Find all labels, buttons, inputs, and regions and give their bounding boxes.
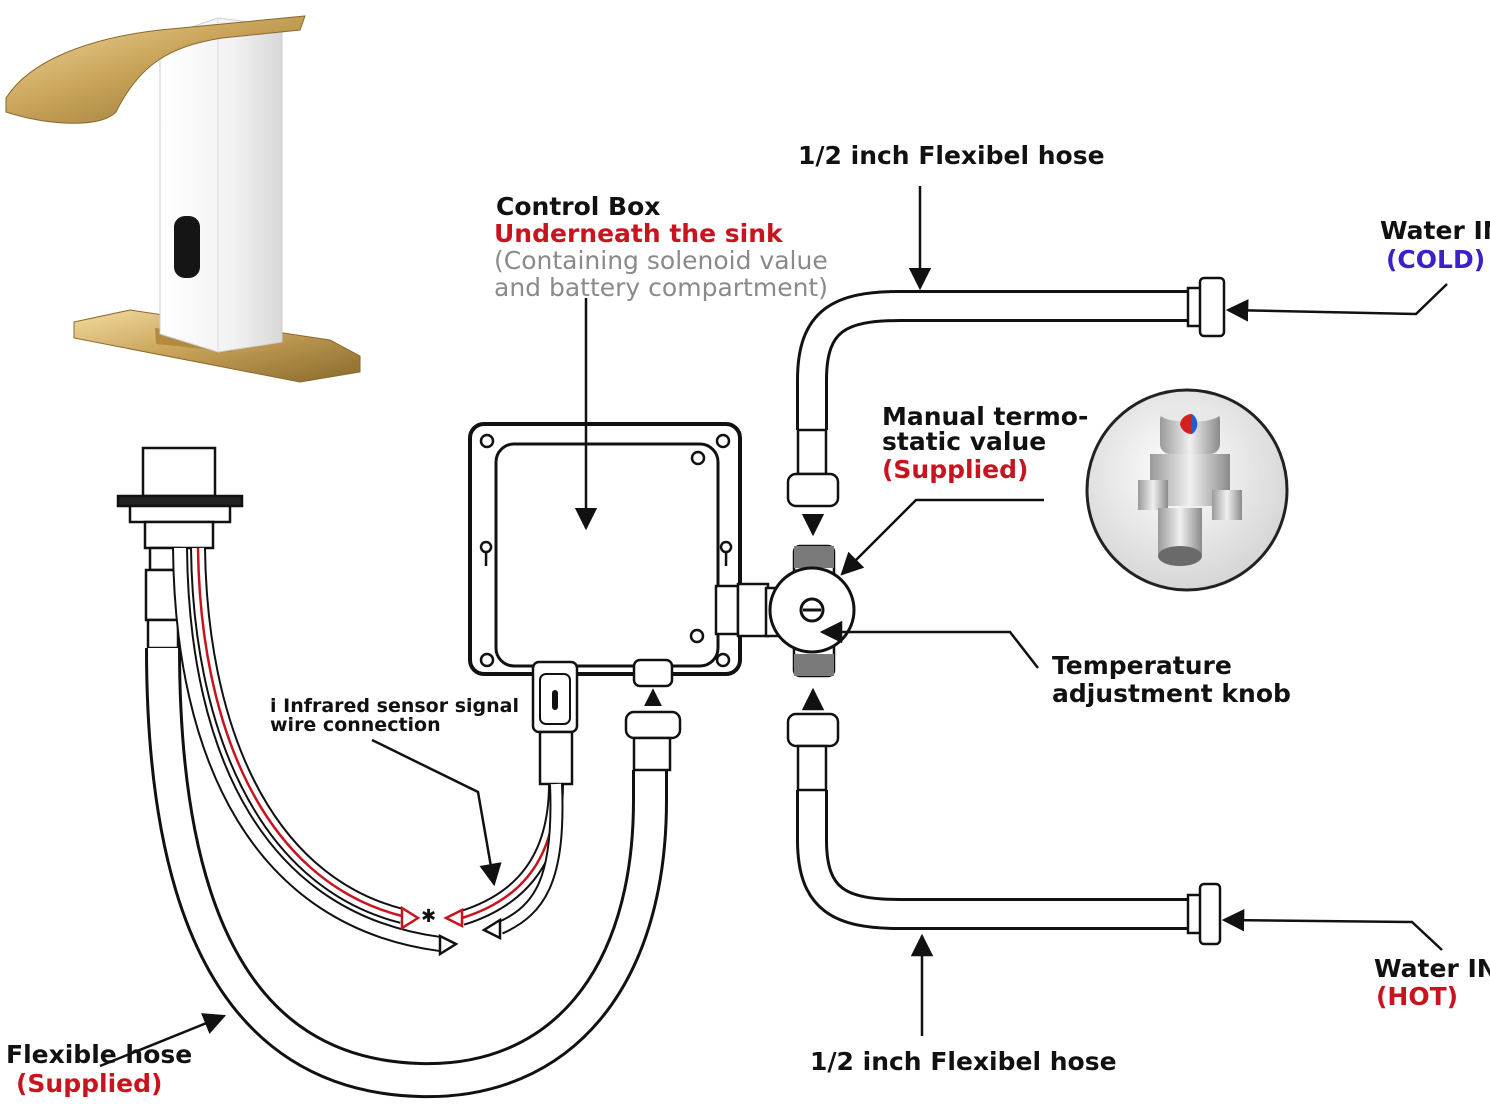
hose-top-label: 1/2 inch Flexibel hose — [798, 141, 1105, 170]
control-box-title: Control Box — [496, 192, 661, 221]
hot-leader — [1221, 908, 1443, 951]
waterfall-faucet-icon — [5, 15, 361, 383]
control-box-location: Underneath the sink — [494, 219, 783, 248]
knob-label-1: Temperature — [1052, 651, 1232, 680]
thermostatic-valve-icon — [1085, 388, 1289, 592]
flex-hose-supplied-tag: (Supplied) — [16, 1069, 163, 1098]
mixing-valve-icon — [764, 544, 856, 678]
hot-hose — [786, 687, 1222, 946]
control-box-note-1: (Containing solenoid value — [494, 246, 828, 275]
cold-leader — [1225, 283, 1448, 322]
sensor-wire-faucet — [172, 547, 459, 957]
knob-label-2: adjustment knob — [1052, 679, 1291, 708]
flexible-hose — [145, 647, 668, 1099]
control-box-note-2: and battery compartment) — [494, 273, 828, 302]
valve-label-1: Manual termo- — [882, 402, 1089, 431]
water-in-hot-label: Water IN — [1374, 954, 1490, 983]
sensor-label-2: wire connection — [270, 714, 441, 736]
sensor-label-1: i Infrared sensor signal — [270, 695, 520, 717]
leader-lines — [99, 186, 1448, 1068]
water-in-hot-tag: (HOT) — [1376, 982, 1459, 1011]
svg-text:✱: ✱ — [421, 906, 436, 927]
knob-leader — [819, 620, 1039, 669]
flex-hose-leader — [99, 1013, 227, 1068]
cold-hose — [786, 276, 1226, 537]
valve-leader — [840, 498, 1044, 576]
water-in-cold-label: Water IN — [1380, 216, 1490, 245]
flex-hose-label: Flexible hose — [6, 1040, 193, 1069]
box-inlet-fitting — [624, 688, 682, 772]
hose-bottom-label: 1/2 inch Flexibel hose — [810, 1047, 1117, 1076]
sensor-leader — [371, 738, 502, 887]
control-box-icon — [468, 422, 770, 786]
valve-supplied-tag: (Supplied) — [882, 455, 1029, 484]
water-in-cold-tag: (COLD) — [1386, 245, 1486, 274]
valve-label-2: static value — [882, 427, 1047, 456]
faucet-shank — [116, 446, 244, 650]
sensor-wire-box: ✱ — [421, 783, 564, 941]
